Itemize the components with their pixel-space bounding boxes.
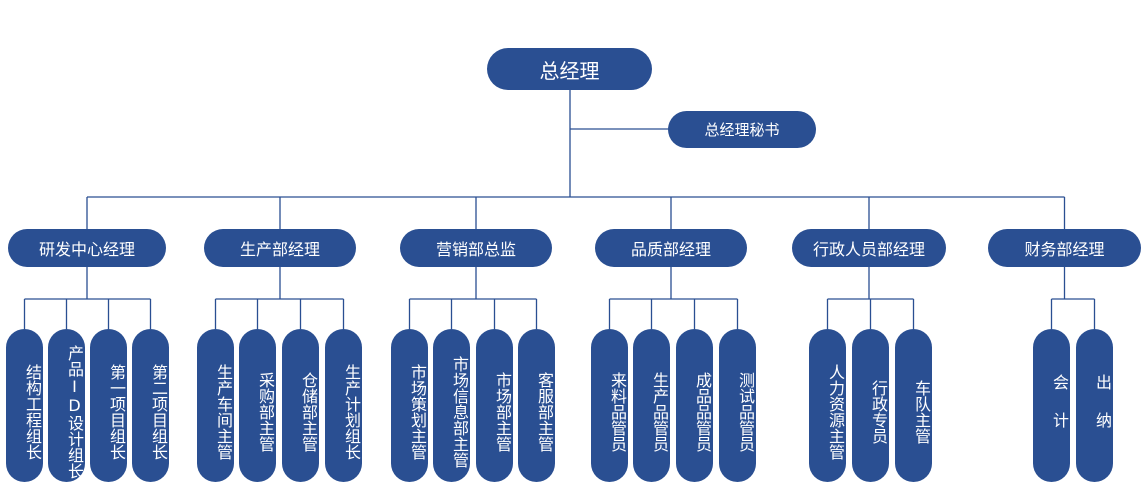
team-label: 第二项目组长	[149, 363, 168, 460]
team-label: 仓储部主管	[299, 371, 318, 452]
department-label: 财务部经理	[1024, 240, 1105, 259]
team-node: 结构工程组长	[6, 329, 43, 482]
team-node: 生产计划组长	[325, 329, 362, 482]
secretary-node: 总经理秘书	[668, 111, 816, 148]
department-label: 研发中心经理	[38, 240, 135, 259]
team-node: 成品品管员	[676, 329, 713, 482]
team-node: 人力资源主管	[809, 329, 846, 482]
team-label: 生产品管员	[650, 371, 669, 452]
team-label: 测试品管员	[736, 371, 755, 452]
team-label: 采购部主管	[256, 371, 275, 452]
team-label: 第一项目组长	[107, 363, 126, 460]
team-label: 生产车间主管	[214, 363, 233, 460]
department-node: 研发中心经理	[8, 229, 166, 267]
team-label: 结构工程组长	[23, 363, 42, 460]
team-node: 市场策划主管	[391, 329, 428, 482]
department-node: 品质部经理	[595, 229, 747, 267]
team-label: 会计	[1050, 373, 1069, 450]
team-node: 第二项目组长	[132, 329, 169, 482]
secretary-label: 总经理秘书	[704, 121, 780, 139]
team-label: 行政专员	[869, 379, 888, 444]
team-label: 成品品管员	[693, 371, 712, 452]
team-label: 市场策划主管	[408, 363, 427, 460]
team-node: 行政专员	[852, 329, 889, 482]
department-node: 生产部经理	[204, 229, 356, 267]
team-label: 出纳	[1093, 373, 1112, 450]
team-node: 产品ID设计组长	[48, 329, 85, 482]
department-node: 财务部经理	[988, 229, 1141, 267]
team-node: 市场信息部主管	[433, 329, 470, 482]
department-node: 行政人员部经理	[792, 229, 946, 267]
team-label: 市场部主管	[493, 371, 512, 452]
team-label: 市场信息部主管	[450, 355, 469, 468]
team-node: 生产品管员	[633, 329, 670, 482]
department-label: 品质部经理	[630, 240, 711, 259]
team-node: 会计	[1033, 329, 1070, 482]
department-label: 行政人员部经理	[812, 240, 925, 259]
team-label: 车队主管	[912, 379, 931, 444]
team-node: 测试品管员	[719, 329, 756, 482]
team-node: 出纳	[1076, 329, 1113, 482]
team-label: 生产计划组长	[342, 363, 361, 460]
team-node: 市场部主管	[476, 329, 513, 482]
team-label: 人力资源主管	[826, 363, 845, 460]
department-label: 生产部经理	[239, 240, 320, 259]
team-node: 第一项目组长	[90, 329, 127, 482]
team-label: 产品ID设计组长	[65, 344, 84, 479]
team-label: 来料品管员	[608, 371, 627, 452]
root-label: 总经理	[539, 58, 600, 83]
team-node: 生产车间主管	[197, 329, 234, 482]
root-node: 总经理	[487, 48, 652, 90]
department-node: 营销部总监	[400, 229, 552, 267]
team-node: 采购部主管	[239, 329, 276, 482]
team-node: 客服部主管	[518, 329, 555, 482]
team-node: 仓储部主管	[282, 329, 319, 482]
department-label: 营销部总监	[435, 240, 516, 259]
team-label: 客服部主管	[535, 371, 554, 452]
team-node: 来料品管员	[591, 329, 628, 482]
team-node: 车队主管	[895, 329, 932, 482]
